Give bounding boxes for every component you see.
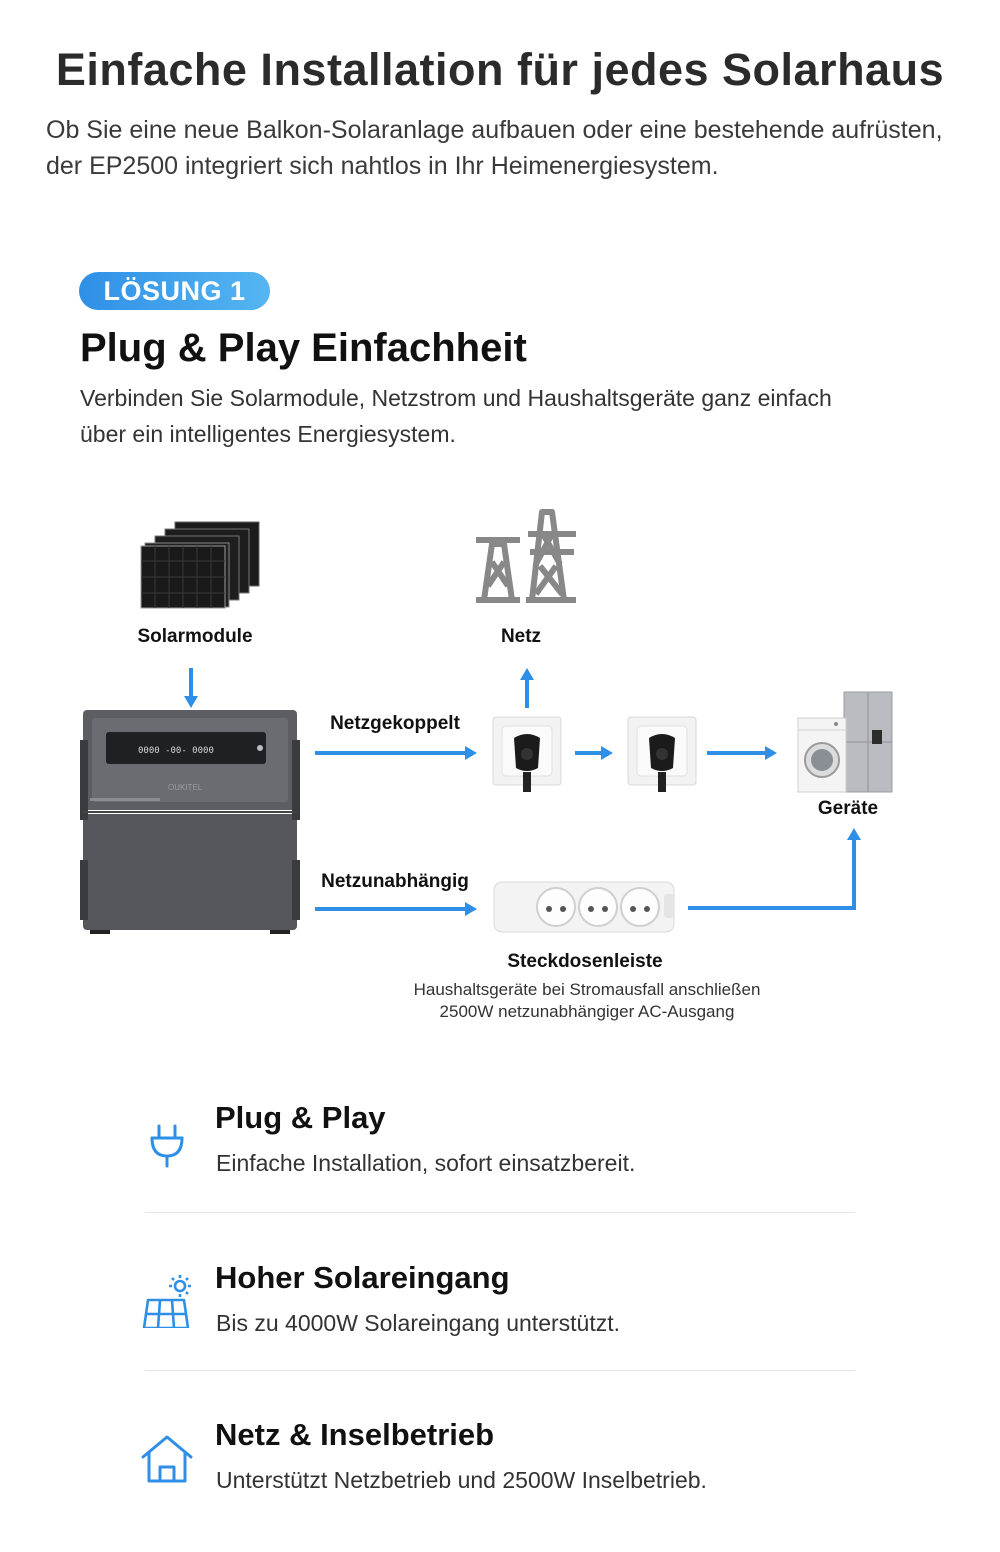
- page-title: Einfache Installation für jedes Solarhau…: [55, 44, 945, 95]
- feature-description: Einfache Installation, sofort einsatzber…: [216, 1150, 636, 1176]
- wall-socket-1: [492, 716, 562, 792]
- feature-divider: [145, 1370, 855, 1371]
- feature-title: Netz & Inselbetrieb: [215, 1417, 495, 1452]
- solution-description: Verbinden Sie Solarmodule, Netzstrom und…: [80, 385, 832, 447]
- arrow-on-grid: [315, 746, 477, 760]
- device-brand-text: OUKITEL: [168, 783, 203, 792]
- system-diagram: Solarmodule Netz 0: [0, 480, 1000, 1040]
- arrow-to-appliances: [707, 746, 777, 760]
- plug-icon: [150, 1124, 184, 1168]
- feature-description: Bis zu 4000W Solareingang unterstützt.: [216, 1310, 621, 1336]
- solar-panel-icon: [142, 1275, 191, 1328]
- solar-panels-icon: [140, 521, 260, 609]
- solution-badge: LÖSUNG 1: [79, 272, 270, 310]
- grid-label: Netz: [500, 626, 542, 647]
- feature-description: Unterstützt Netzbetrieb und 2500W Inselb…: [216, 1467, 707, 1493]
- intro-text: Ob Sie eine neue Balkon-Solaranlage aufb…: [46, 116, 943, 180]
- solar-label: Solarmodule: [137, 626, 253, 647]
- on-grid-label: Netzgekoppelt: [330, 713, 460, 734]
- feature-high-solar-input: Hoher Solareingang Bis zu 4000W Solarein…: [140, 1260, 860, 1350]
- arrow-solar-down: [184, 668, 198, 708]
- arrow-grid-up: [520, 668, 534, 708]
- feature-title: Plug & Play: [215, 1100, 386, 1135]
- feature-divider: [145, 1212, 855, 1213]
- appliances-icon: [797, 691, 893, 793]
- arrow-off-grid: [315, 902, 477, 916]
- power-station-device: 0000 -00- 0000 OUKITEL: [80, 710, 300, 934]
- feature-grid-and-island: Netz & Inselbetrieb Unterstützt Netzbetr…: [140, 1417, 860, 1507]
- power-strip-icon: [493, 881, 675, 933]
- arrow-socket-link: [575, 746, 613, 760]
- appliances-label: Geräte: [817, 798, 879, 819]
- power-strip-label: Steckdosenleiste: [507, 951, 663, 972]
- house-icon: [141, 1435, 193, 1483]
- solution-title: Plug & Play Einfachheit: [80, 326, 527, 370]
- power-tower-icon: [476, 509, 576, 603]
- arrow-strip-to-appliances: [688, 828, 861, 910]
- power-strip-note-2: 2500W netzunabhängiger AC-Ausgang: [439, 1002, 735, 1021]
- wall-socket-2: [627, 716, 697, 792]
- feature-plug-and-play: Plug & Play Einfache Installation, sofor…: [140, 1100, 860, 1190]
- off-grid-label: Netzunabhängig: [321, 871, 469, 892]
- device-display-text: 0000 -00- 0000: [138, 746, 214, 756]
- power-strip-note-1: Haushaltsgeräte bei Stromausfall anschli…: [413, 980, 761, 999]
- feature-title: Hoher Solareingang: [215, 1260, 510, 1295]
